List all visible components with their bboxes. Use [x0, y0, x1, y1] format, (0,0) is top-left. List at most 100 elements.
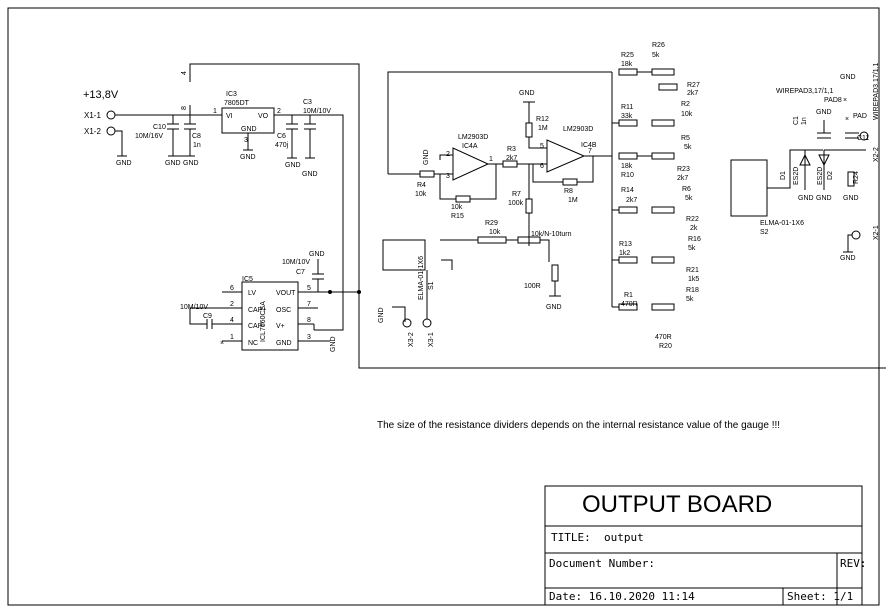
svg-text:5: 5 — [307, 285, 311, 292]
gnd-label-c10: GND — [165, 160, 181, 167]
r4-resistor — [419, 170, 435, 178]
svg-text:470R: 470R — [655, 334, 672, 341]
svg-text:GND: GND — [378, 307, 385, 323]
svg-text:R27: R27 — [687, 82, 700, 89]
r13-resistor — [618, 256, 638, 264]
x3-1-terminal[interactable] — [422, 318, 432, 328]
c10-value: 10M/16V — [135, 133, 163, 140]
svg-text:R5: R5 — [681, 135, 690, 142]
svg-text:R22: R22 — [686, 216, 699, 223]
svg-text:7: 7 — [307, 301, 311, 308]
svg-text:NC: NC — [248, 340, 258, 347]
svg-text:470j: 470j — [275, 142, 289, 149]
svg-text:V+: V+ — [276, 323, 285, 330]
svg-text:5: 5 — [540, 143, 544, 150]
r12-resistor — [525, 122, 533, 138]
svg-text:8: 8 — [307, 317, 311, 324]
x1-1-label: X1-1 — [84, 111, 101, 120]
r27-resistor — [658, 83, 678, 91]
ic3-name: IC3 — [226, 91, 237, 98]
sheet-border — [7, 7, 880, 606]
svg-text:2k7: 2k7 — [677, 175, 688, 182]
c8-value: 1n — [193, 142, 201, 149]
svg-text:GND: GND — [276, 340, 292, 347]
r16-pot — [651, 256, 675, 264]
svg-text:5k: 5k — [652, 52, 660, 59]
svg-text:ES2D: ES2D — [793, 167, 800, 185]
svg-text:2k7: 2k7 — [687, 90, 698, 97]
svg-text:C6: C6 — [277, 133, 286, 140]
gnd-label-x1: GND — [116, 160, 132, 167]
svg-text:GND: GND — [798, 195, 814, 202]
s1-switch[interactable] — [382, 239, 426, 271]
x3-2-terminal[interactable] — [402, 318, 412, 328]
x2-1-terminal[interactable] — [851, 230, 861, 240]
svg-text:18k: 18k — [621, 163, 633, 170]
svg-text:3: 3 — [244, 137, 248, 144]
c8-label: C8 — [192, 133, 201, 140]
svg-text:R4: R4 — [417, 182, 426, 189]
svg-text:VOUT: VOUT — [276, 290, 296, 297]
svg-text:10k: 10k — [489, 229, 501, 236]
x1-1-terminal[interactable] — [106, 110, 116, 120]
nc-cross-icon: × — [220, 340, 224, 347]
svg-text:R24: R24 — [853, 171, 860, 184]
svg-text:1k2: 1k2 — [619, 250, 630, 257]
svg-text:R16: R16 — [688, 236, 701, 243]
svg-text:X2-1: X2-1 — [873, 225, 880, 240]
svg-text:1n: 1n — [801, 117, 808, 125]
gnd-label-ic3: GND — [240, 154, 256, 161]
r15-resistor — [455, 195, 471, 203]
svg-text:PAD8: PAD8 — [824, 97, 842, 104]
svg-text:GND: GND — [519, 90, 535, 97]
svg-text:3: 3 — [307, 334, 311, 341]
svg-text:3: 3 — [446, 173, 450, 180]
svg-text:R7: R7 — [512, 191, 521, 198]
svg-text:ICL7660CSA: ICL7660CSA — [260, 301, 267, 342]
x1-2-terminal[interactable] — [106, 126, 116, 136]
title-row — [544, 525, 863, 554]
r11-resistor — [618, 119, 638, 127]
svg-text:100R: 100R — [524, 283, 541, 290]
svg-text:OSC: OSC — [276, 307, 291, 314]
ic4a-opamp — [452, 147, 490, 181]
svg-text:D2: D2 — [827, 171, 834, 180]
svg-text:LM2903D: LM2903D — [563, 126, 593, 133]
ic5-body — [241, 281, 299, 351]
x1-2-label: X1-2 — [84, 127, 101, 136]
svg-text:D1: D1 — [780, 171, 787, 180]
svg-text:GND: GND — [330, 336, 337, 352]
r10-resistor — [618, 152, 638, 160]
r24-resistor — [847, 171, 855, 187]
svg-text:R23: R23 — [677, 166, 690, 173]
s2-switch[interactable] — [730, 159, 768, 217]
svg-text:2k: 2k — [690, 225, 698, 232]
svg-text:R10: R10 — [621, 172, 634, 179]
svg-text:R21: R21 — [686, 267, 699, 274]
svg-text:X3-2: X3-2 — [408, 332, 415, 347]
svg-text:10M/10V: 10M/10V — [282, 259, 310, 266]
svg-text:GND: GND — [843, 195, 859, 202]
svg-text:1k5: 1k5 — [688, 276, 699, 283]
svg-text:ES2D: ES2D — [817, 167, 824, 185]
r18-pot — [651, 303, 675, 311]
svg-text:R8: R8 — [564, 188, 573, 195]
r29-resistor — [477, 236, 507, 244]
svg-text:10k: 10k — [415, 191, 427, 198]
svg-text:GND: GND — [241, 126, 257, 133]
supply-voltage-label: +13,8V — [83, 89, 119, 101]
svg-text:R6: R6 — [682, 186, 691, 193]
svg-text:R12: R12 — [536, 116, 549, 123]
svg-text:GND: GND — [423, 149, 430, 165]
svg-text:1M: 1M — [538, 125, 548, 132]
svg-text:VI: VI — [226, 113, 233, 120]
x2-2-terminal[interactable] — [859, 131, 869, 141]
svg-text:100k: 100k — [508, 200, 524, 207]
svg-text:5k: 5k — [684, 144, 692, 151]
c10-label: C10 — [153, 124, 166, 131]
svg-text:IC5: IC5 — [242, 276, 253, 283]
svg-text:6: 6 — [540, 163, 544, 170]
r14-resistor — [618, 206, 638, 214]
r6-pot — [651, 206, 675, 214]
svg-text:LV: LV — [248, 290, 256, 297]
